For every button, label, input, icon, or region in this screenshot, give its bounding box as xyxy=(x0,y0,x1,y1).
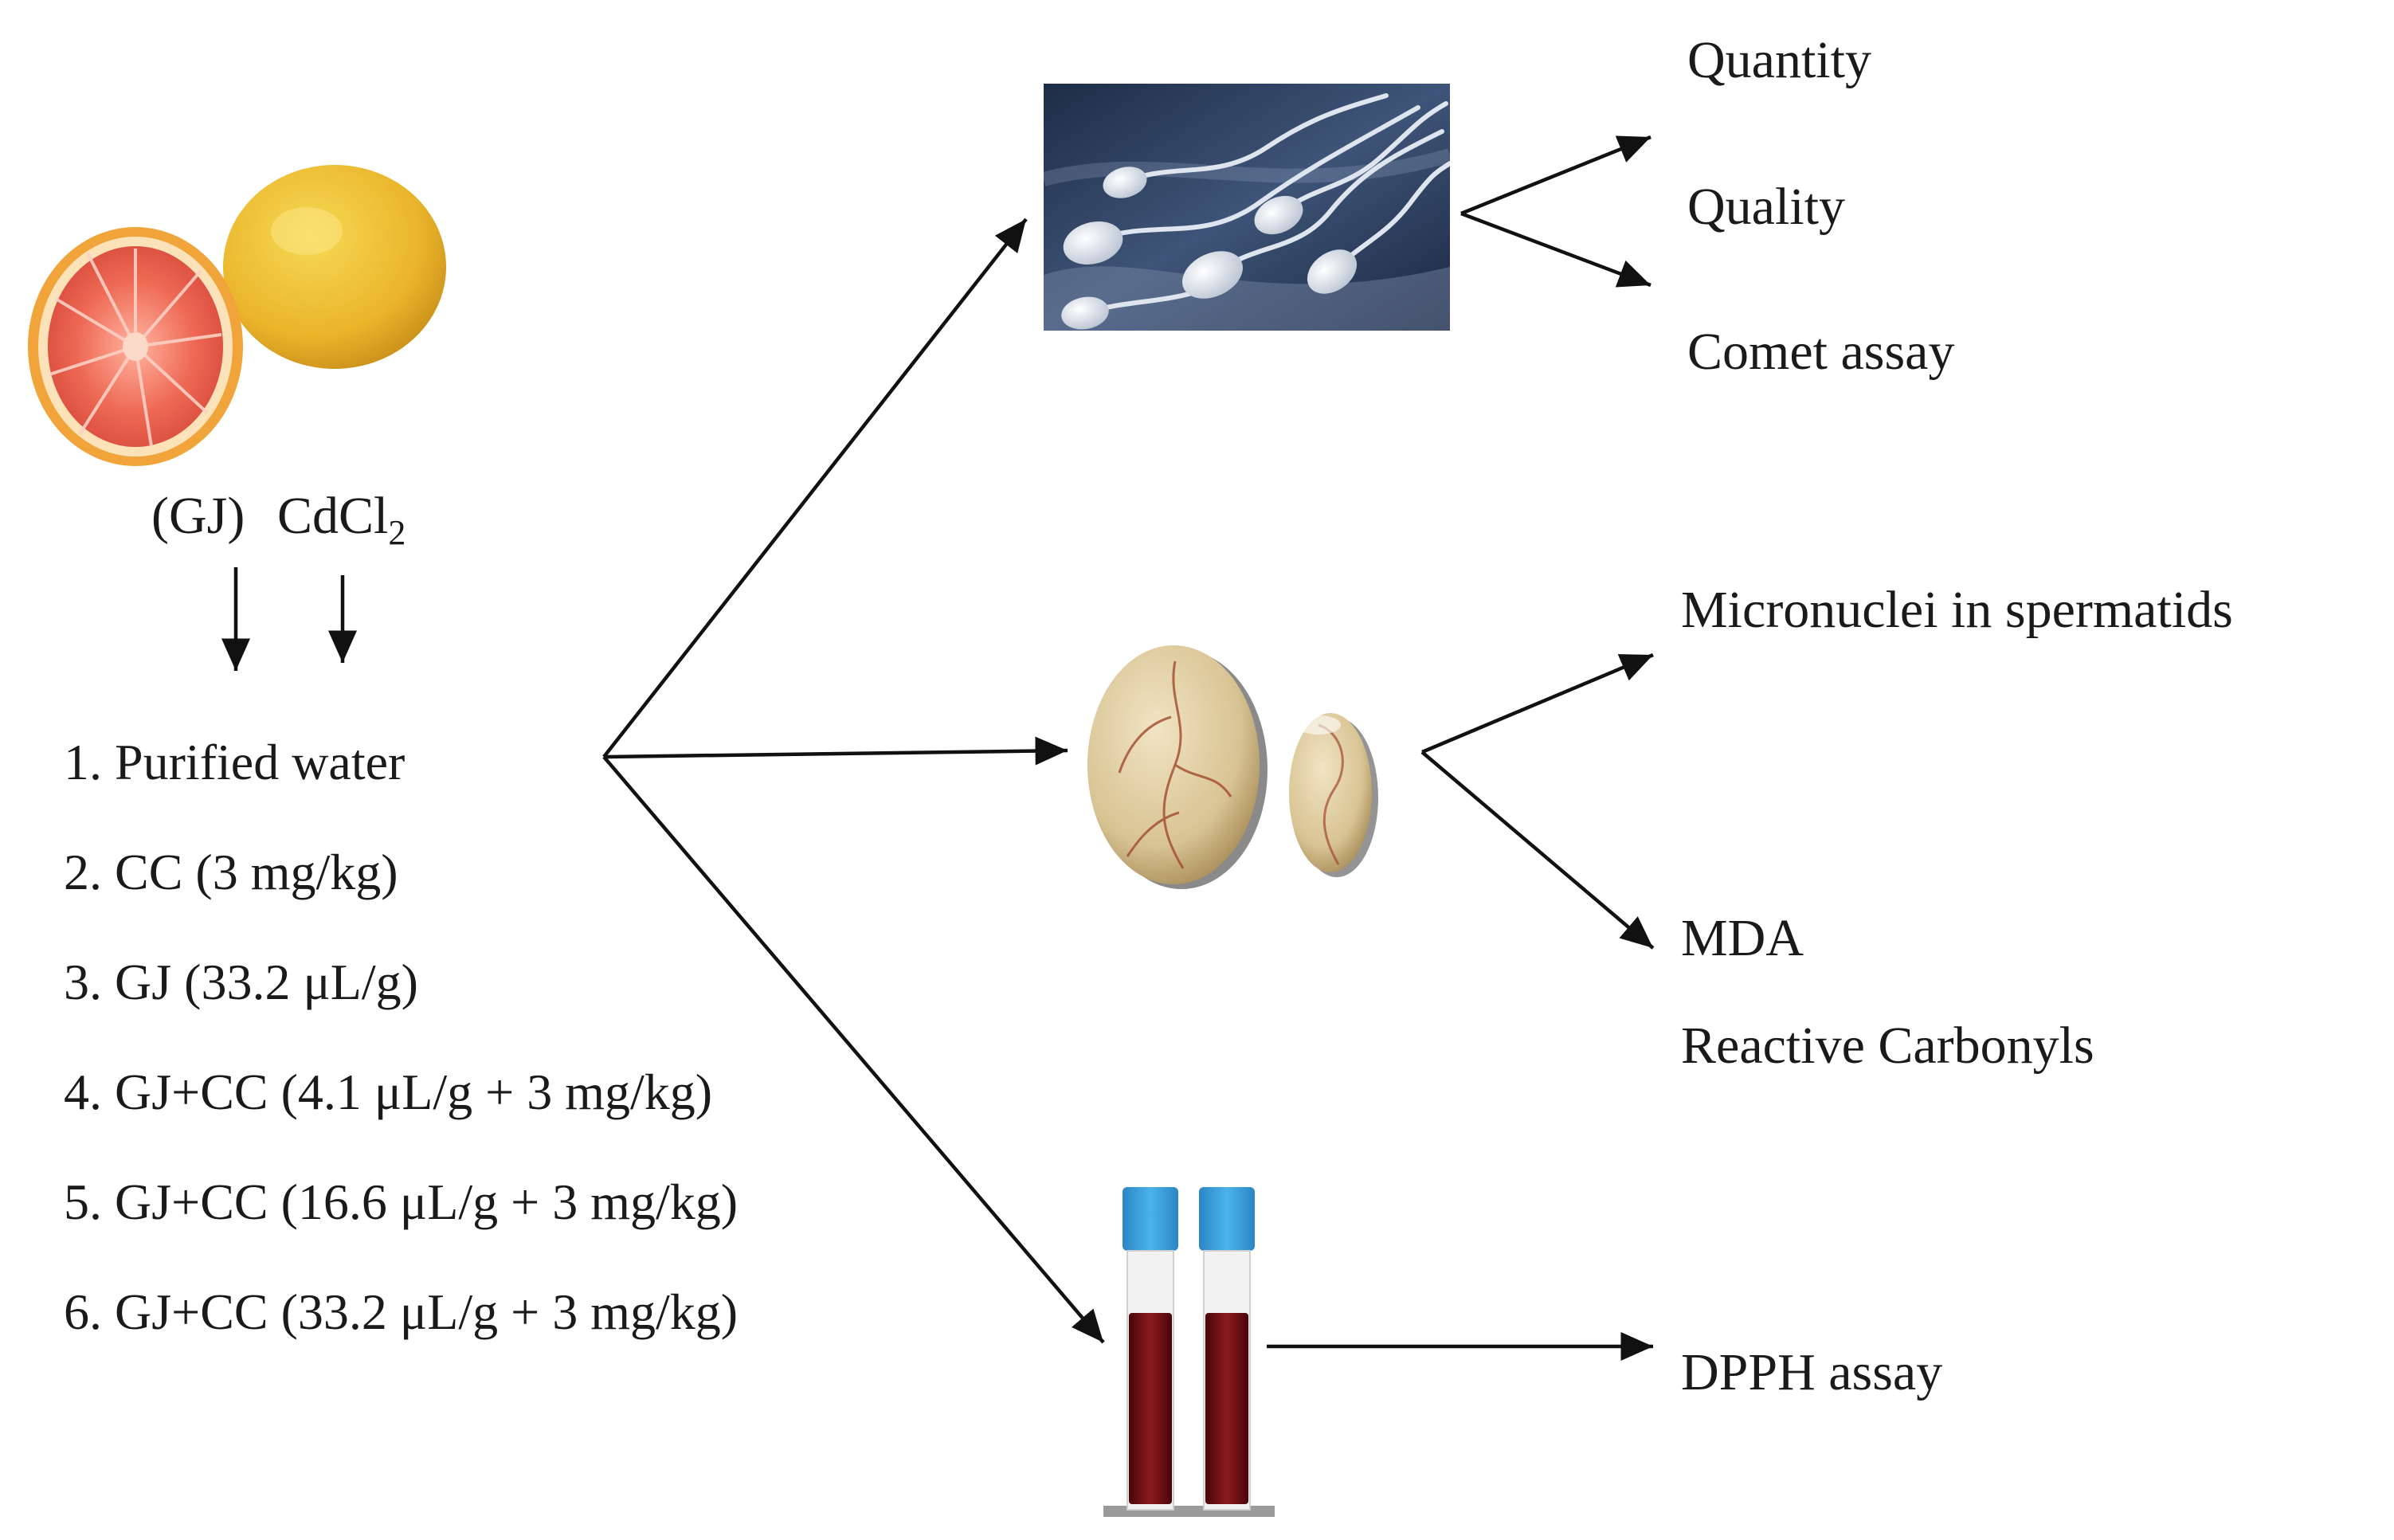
arrow-to-comet xyxy=(1460,211,1652,288)
group-2: 2. CC (3 mg/kg) xyxy=(64,844,398,900)
arrow-to-testes xyxy=(603,736,1068,766)
arrow-to-sperm xyxy=(602,217,1028,758)
output-dpph-assay: DPPH assay xyxy=(1681,1343,1943,1401)
output-quality: Quality xyxy=(1687,178,1845,236)
output-mda: MDA xyxy=(1681,909,1804,967)
group-1: 1. Purified water xyxy=(64,734,406,790)
arrow-to-quantity xyxy=(1460,135,1652,216)
group-3: 3. GJ (33.2 μL/g) xyxy=(64,954,418,1010)
arrow-to-blood xyxy=(602,755,1105,1344)
blood-tubes-image xyxy=(1103,1187,1275,1517)
output-quantity: Quantity xyxy=(1687,31,1871,89)
group-6: 6. GJ+CC (33.2 μL/g + 3 mg/kg) xyxy=(64,1283,739,1340)
arrow-to-micronuclei xyxy=(1421,652,1654,754)
output-comet-assay: Comet assay xyxy=(1687,323,1955,381)
output-reactive-carbonyls: Reactive Carbonyls xyxy=(1681,1017,2094,1075)
group-5: 5. GJ+CC (16.6 μL/g + 3 mg/kg) xyxy=(64,1174,739,1230)
arrow-to-mda xyxy=(1420,750,1655,950)
grapefruit-image xyxy=(28,165,446,466)
testes-image xyxy=(1087,645,1378,889)
gj-label: (GJ) xyxy=(151,487,245,545)
output-micronuclei: Micronuclei in spermatids xyxy=(1681,581,2233,639)
cdcl2-label: CdCl2 xyxy=(277,487,406,552)
sperm-image xyxy=(1044,84,1450,331)
group-4: 4. GJ+CC (4.1 μL/g + 3 mg/kg) xyxy=(64,1064,713,1120)
